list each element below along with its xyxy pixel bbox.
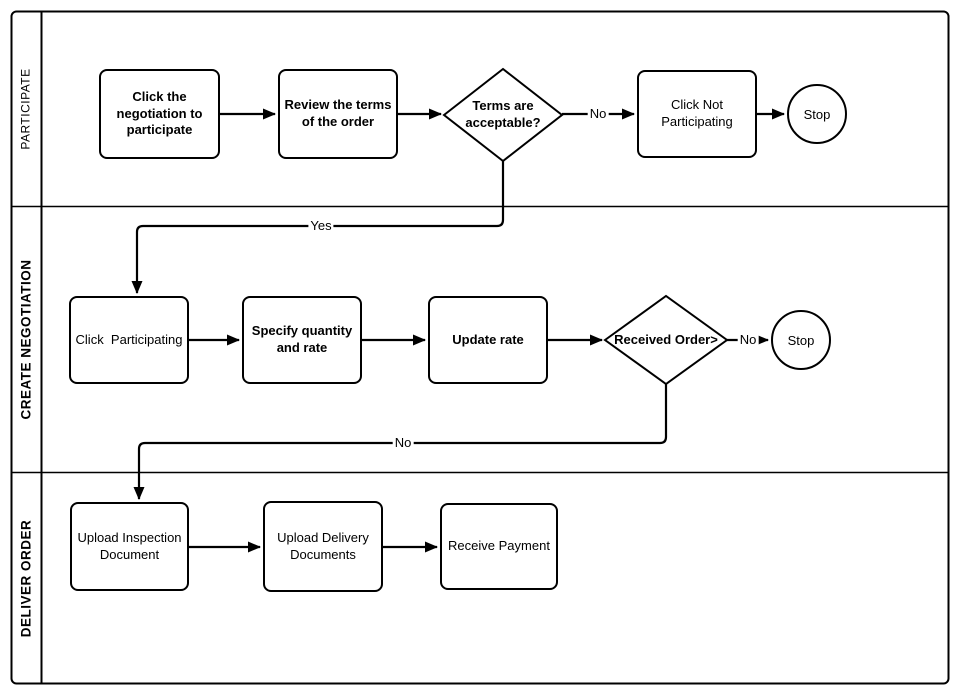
task-review-terms: Review the terms of the order [278,69,398,159]
decision-received-order [603,294,729,386]
lane-participate-label: PARTICIPATE [19,67,34,150]
edge-label-terms-no: No [587,105,609,122]
task-receive-payment: Receive Payment [440,503,558,590]
task-click-not-participating: Click Not Participating [637,70,757,158]
task-specify-quantity: Specify quantity and rate [242,296,362,384]
edge-label-received-no-deliver: No [392,434,414,451]
lane-deliver-order: DELIVER ORDER [11,472,41,684]
task-upload-inspection: Upload Inspection Document [70,502,189,591]
lane-create-negotiation-label: CREATE NEGOTIATION [18,259,34,419]
terminator-stop-1: Stop [787,84,847,144]
lane-participate: PARTICIPATE [11,11,41,206]
lane-deliver-order-label: DELIVER ORDER [18,519,34,637]
task-click-negotiation: Click the negotiation to participate [99,69,220,159]
lane-create-negotiation: CREATE NEGOTIATION [11,206,41,472]
task-update-rate: Update rate [428,296,548,384]
pool-border [10,10,950,685]
terminator-stop-2: Stop [771,310,831,370]
task-upload-delivery: Upload Delivery Documents [263,501,383,592]
task-click-participating: Click Participating [69,296,189,384]
edge-label-terms-yes: Yes [308,217,334,234]
edge-label-received-no-stop: No [737,331,759,348]
decision-terms-acceptable [442,67,564,163]
